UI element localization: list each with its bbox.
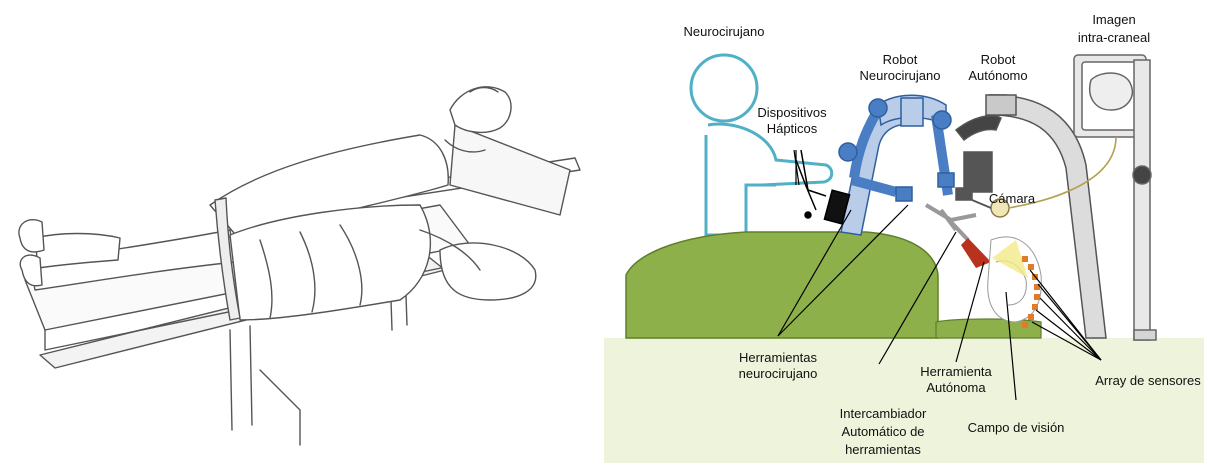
label-array-sensores: Array de sensores bbox=[1095, 373, 1201, 388]
patient-head bbox=[450, 87, 511, 133]
robotic-surgery-diagram: Neurocirujano Robot Neurocirujano Robot … bbox=[596, 0, 1208, 465]
label-camara: Cámara bbox=[989, 191, 1036, 206]
surgeon-figure bbox=[691, 55, 832, 235]
neurosurgeon-robot bbox=[839, 95, 954, 235]
label-neurocirujano: Neurocirujano bbox=[684, 24, 765, 39]
autonomous-tool bbox=[961, 238, 991, 268]
label-imagen-2: intra-craneal bbox=[1078, 30, 1150, 45]
table-leg-1 bbox=[230, 326, 252, 430]
label-dispositivos-1: Dispositivos bbox=[757, 105, 827, 120]
label-imagen-1: Imagen bbox=[1092, 12, 1135, 27]
patient-sketch bbox=[0, 0, 590, 465]
patient-feet bbox=[19, 220, 44, 252]
label-herramientas-2: neurocirujano bbox=[739, 366, 818, 381]
label-herramientas-1: Herramientas bbox=[739, 350, 818, 365]
label-dispositivos-2: Hápticos bbox=[767, 121, 818, 136]
label-intercambiador-2: Automático de bbox=[841, 424, 924, 439]
label-robot-neurocirujano-2: Neurocirujano bbox=[860, 68, 941, 83]
patient-table-illustration bbox=[0, 0, 590, 465]
tool-exchanger bbox=[926, 205, 976, 240]
label-herramienta-autonoma-2: Autónoma bbox=[926, 380, 986, 395]
label-intercambiador-3: herramientas bbox=[845, 442, 921, 457]
head-rest bbox=[450, 125, 570, 215]
label-robot-neurocirujano-1: Robot bbox=[883, 52, 918, 67]
arm-board bbox=[440, 243, 536, 300]
haptic-device bbox=[796, 150, 850, 224]
label-herramienta-autonoma-1: Herramienta bbox=[920, 364, 992, 379]
robot-diagram-svg: Neurocirujano Robot Neurocirujano Robot … bbox=[596, 0, 1208, 465]
label-intercambiador-1: Intercambiador bbox=[840, 406, 927, 421]
operating-table-right bbox=[936, 319, 1041, 338]
label-robot-autonomo-2: Autónomo bbox=[968, 68, 1027, 83]
operating-table-left bbox=[626, 232, 938, 338]
label-robot-autonomo-1: Robot bbox=[981, 52, 1016, 67]
label-campo-vision: Campo de visión bbox=[968, 420, 1065, 435]
camera-box bbox=[964, 152, 992, 192]
table-leg-2 bbox=[260, 370, 300, 445]
